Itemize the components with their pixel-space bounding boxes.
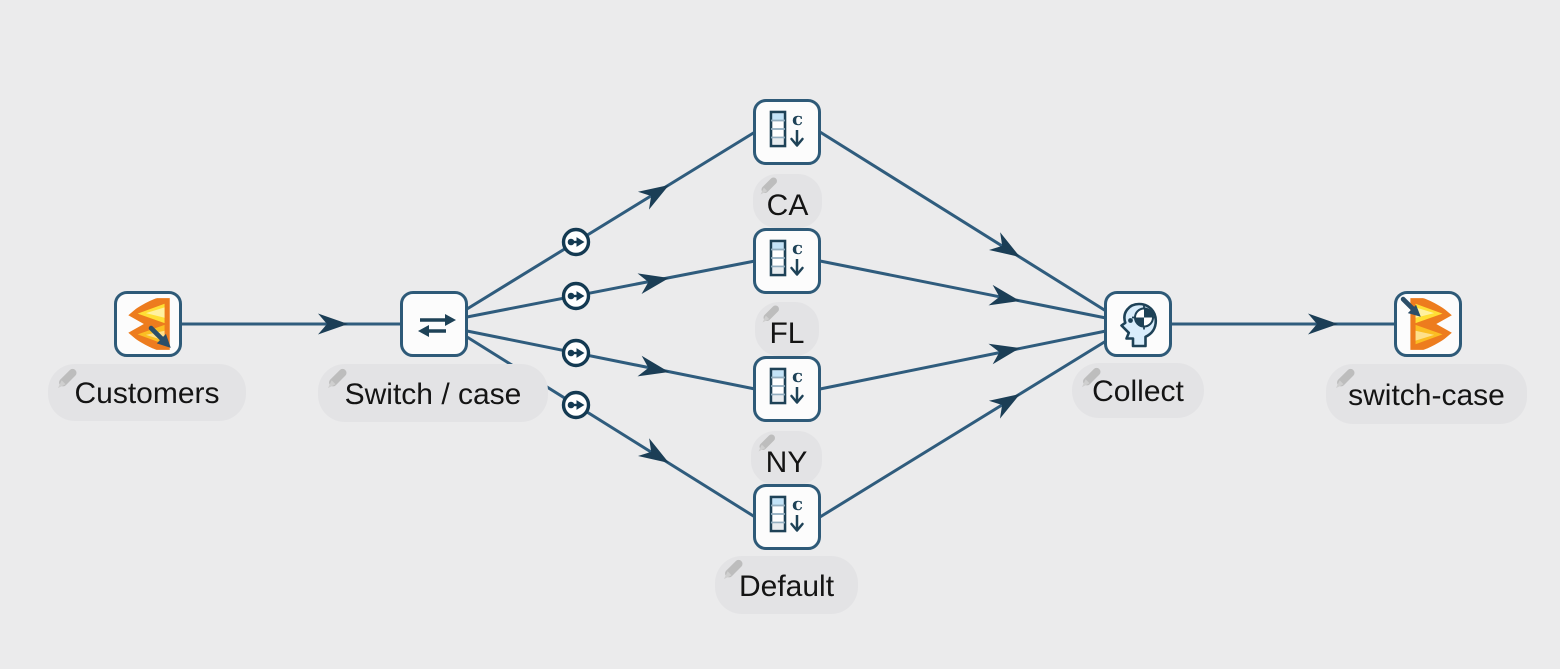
collect-head-icon — [1120, 302, 1158, 348]
edit-pencil-icon — [762, 305, 779, 323]
edit-pencil-icon — [723, 559, 743, 580]
edit-pencil-icon — [758, 434, 775, 452]
node-customers[interactable] — [114, 291, 182, 357]
node-branch-fl[interactable]: c — [753, 228, 821, 294]
switch-arrows-icon — [418, 314, 456, 337]
node-label-fl[interactable]: FL — [755, 302, 819, 356]
arrowhead — [637, 185, 669, 210]
node-branch-ny[interactable]: c — [753, 356, 821, 422]
arrowhead — [318, 313, 348, 335]
node-label-switchcase-output[interactable]: switch-case — [1326, 364, 1527, 424]
edge-ca-to-collect[interactable] — [819, 130, 1107, 313]
arrowhead — [988, 343, 1020, 365]
edge-ny-to-collect[interactable] — [819, 329, 1107, 391]
arrowhead — [988, 394, 1020, 419]
edit-pencil-icon — [57, 368, 77, 389]
node-switchcase-output[interactable] — [1394, 291, 1462, 357]
node-branch-default[interactable]: c — [753, 484, 821, 550]
column-case-icon: c — [769, 238, 804, 277]
node-label-ca[interactable]: CA — [753, 174, 822, 228]
arrowhead — [988, 284, 1020, 306]
node-label-text: Customers — [74, 377, 220, 410]
svg-text:c: c — [792, 366, 803, 387]
node-label-customers[interactable]: Customers — [48, 364, 246, 421]
edge-switch-to-ca[interactable] — [466, 130, 756, 311]
node-branch-ca[interactable]: c — [753, 99, 821, 165]
node-label-default[interactable]: Default — [715, 556, 858, 614]
case-marker-default[interactable] — [561, 390, 591, 420]
node-label-text: Switch / case — [344, 377, 522, 411]
arrowhead — [637, 355, 669, 377]
edit-pencil-icon — [760, 177, 777, 195]
edge-switch-to-fl[interactable] — [466, 259, 756, 319]
arrowhead — [1308, 313, 1338, 335]
edit-pencil-icon — [1081, 367, 1101, 388]
case-marker-ny[interactable] — [561, 338, 591, 368]
svg-text:c: c — [792, 238, 803, 259]
svg-text:c: c — [792, 494, 803, 515]
node-label-text: FL — [769, 317, 805, 350]
column-case-icon: c — [769, 109, 804, 148]
flow-output-logo-icon — [1400, 296, 1452, 350]
column-case-icon: c — [769, 366, 804, 405]
edit-pencil-icon — [1335, 368, 1355, 389]
edge-fl-to-collect[interactable] — [819, 259, 1107, 320]
node-label-text: Collect — [1092, 375, 1184, 408]
node-switch-case[interactable] — [400, 291, 468, 357]
flow-input-logo-icon — [128, 298, 171, 350]
case-marker-fl[interactable] — [561, 281, 591, 311]
svg-text:c: c — [792, 109, 803, 130]
node-collect[interactable] — [1104, 291, 1172, 357]
node-label-ny[interactable]: NY — [751, 431, 822, 485]
arrowhead — [637, 273, 669, 295]
case-marker-ca[interactable] — [561, 227, 591, 257]
arrowhead — [637, 438, 669, 463]
arrowhead — [988, 232, 1020, 257]
node-label-text: NY — [765, 446, 808, 479]
edge-default-to-collect[interactable] — [819, 339, 1107, 519]
edit-pencil-icon — [327, 368, 347, 389]
node-label-text: CA — [766, 189, 809, 222]
node-label-collect[interactable]: Collect — [1072, 363, 1204, 418]
node-label-switch-case[interactable]: Switch / case — [318, 364, 548, 422]
column-case-icon: c — [769, 494, 804, 533]
edge-switch-to-ny[interactable] — [466, 329, 756, 391]
node-label-text: Default — [738, 569, 835, 603]
node-label-text: switch-case — [1348, 378, 1505, 412]
